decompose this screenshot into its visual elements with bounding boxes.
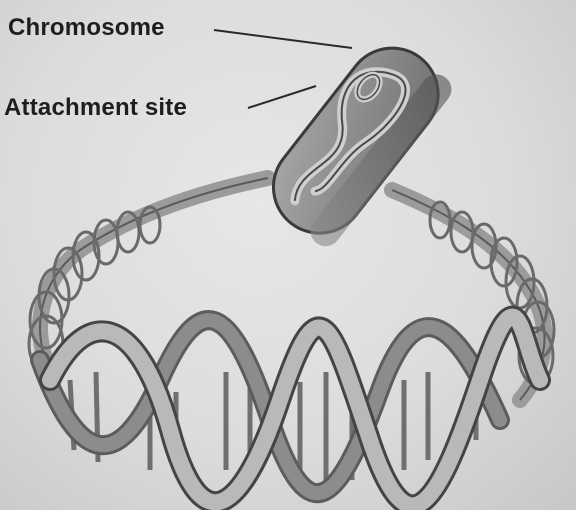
bacterial-cell (255, 30, 458, 253)
attachment-leader-line (248, 86, 316, 108)
cell-body (255, 30, 457, 252)
chromosome-leader-line (214, 30, 352, 48)
chromosome-label: Chromosome (8, 14, 165, 42)
attachment-site-label: Attachment site (4, 94, 187, 122)
double-helix (40, 317, 540, 506)
